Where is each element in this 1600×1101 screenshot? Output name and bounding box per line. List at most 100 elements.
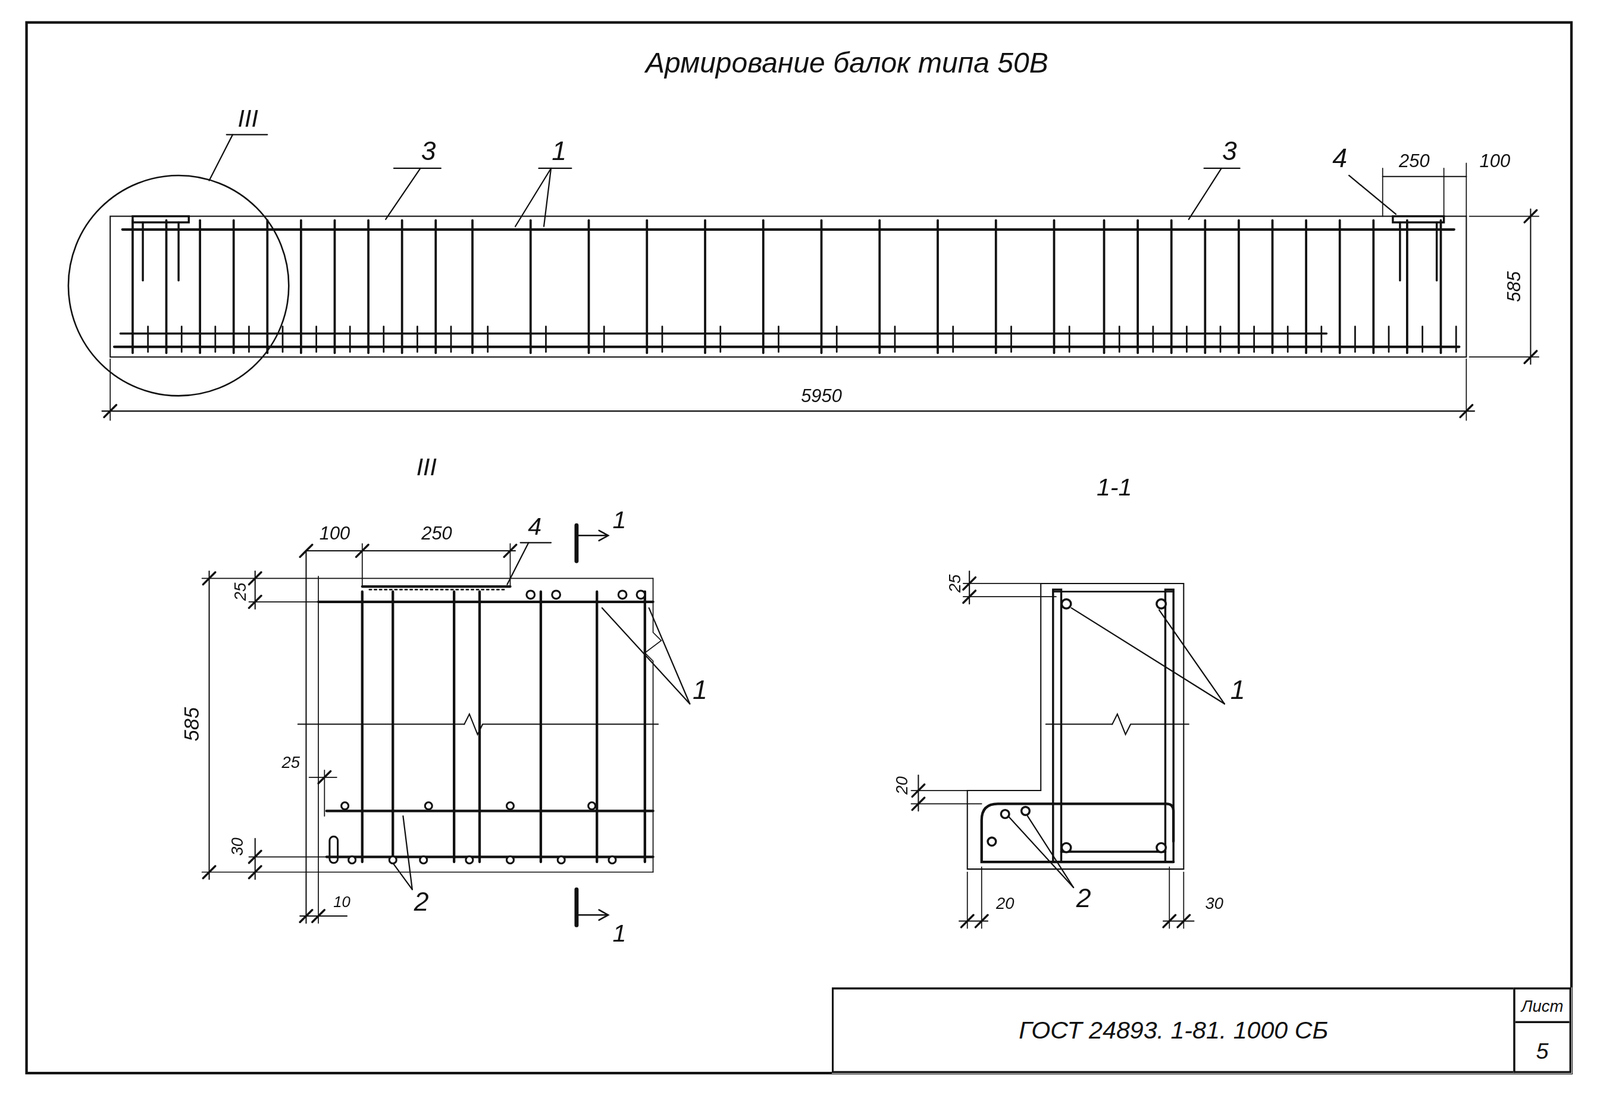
bar-tick: [146, 326, 149, 353]
view-mark: III: [238, 105, 259, 131]
dimension: 25: [281, 755, 300, 772]
bar-tick: [1151, 326, 1154, 353]
stirrup-bar: [299, 220, 303, 353]
stirrup-bar: [1203, 220, 1207, 353]
callout-number: 4: [527, 514, 542, 539]
stirrup-bar: [1136, 220, 1139, 353]
stirrup-bar: [703, 220, 707, 353]
stirrup-bar: [434, 220, 437, 353]
bar-tick: [349, 326, 352, 353]
dimension: 30: [1204, 896, 1224, 913]
callout-number: 1: [692, 676, 708, 704]
stirrup-bar: [131, 220, 134, 353]
callout-number: 2: [1076, 884, 1092, 912]
bar-tick: [1287, 326, 1289, 353]
section-mark: 1: [612, 508, 627, 533]
bar-tick: [952, 326, 954, 353]
bar-tick: [486, 326, 489, 353]
stirrup-bar: [165, 220, 168, 353]
stirrup-bar: [994, 220, 998, 353]
stirrup-bar: [198, 220, 202, 353]
stirrup-bar: [1304, 220, 1308, 353]
bar-tick: [416, 326, 419, 353]
stirrup-bar: [367, 220, 370, 353]
stirrup-bar: [232, 220, 236, 353]
bar-tick: [450, 326, 453, 353]
bar-tick: [1388, 326, 1390, 353]
dimension: 250: [421, 524, 453, 543]
dimension: 250: [1398, 152, 1430, 171]
stirrup-bar: [401, 220, 404, 353]
drawing-title: Армирование балок типа 50В: [645, 48, 1049, 78]
bar-tick: [1354, 326, 1357, 353]
bar-tick: [1455, 326, 1458, 353]
stirrup-bar: [1406, 220, 1409, 353]
bar-tick: [777, 326, 780, 353]
stirrup-bar: [1271, 220, 1274, 353]
bar-tick: [719, 326, 722, 353]
callout-number: 4: [1332, 145, 1348, 172]
bar-tick: [1068, 326, 1071, 353]
stirrup-bar: [1237, 220, 1241, 353]
bar-tick: [180, 326, 183, 353]
bar-tick: [382, 326, 385, 353]
node-subtext: 5: [1536, 1040, 1549, 1063]
bar-tick: [1421, 326, 1424, 353]
dimension: 20: [996, 896, 1015, 913]
bar-tick: [214, 326, 216, 353]
stirrup-bar: [936, 220, 939, 353]
title-block: ГОСТ 24893. 1-81. 1000 СБ: [831, 987, 1516, 1074]
dimension: 585: [1505, 271, 1524, 303]
dimension: 25: [946, 574, 963, 594]
bar-tick: [1185, 326, 1188, 353]
section-mark: 1: [612, 921, 627, 947]
bar-tick: [1010, 326, 1013, 353]
node-text: ГОСТ 24893. 1-81. 1000 СБ: [1018, 1018, 1329, 1043]
stirrup-bar: [265, 220, 269, 353]
stirrup-bar: [762, 220, 765, 353]
view-mark: III: [416, 455, 437, 480]
dimension: 5950: [800, 386, 842, 406]
bar-tick: [282, 326, 284, 353]
stirrup-bar: [645, 220, 648, 353]
bar-tick: [315, 326, 318, 353]
node-text: Лист: [1515, 998, 1570, 1023]
stirrup-bar: [529, 220, 532, 353]
dimension: 20: [893, 776, 910, 795]
stirrup-bar: [878, 220, 881, 353]
dimension: 25: [232, 582, 249, 601]
dimension: 30: [229, 837, 246, 857]
bar-tick: [894, 326, 897, 353]
stirrup-bar: [1439, 220, 1443, 353]
callout-number: 3: [1222, 138, 1238, 165]
bar-tick: [661, 326, 664, 353]
stirrup-bar: [1170, 220, 1173, 353]
bar-tick: [1253, 326, 1255, 353]
bar-tick: [835, 326, 838, 353]
dimension: 10: [333, 894, 351, 910]
sheet-number-cell: Лист 5: [1513, 987, 1572, 1074]
stirrup-bar: [471, 220, 474, 353]
stirrup-bar: [1053, 220, 1056, 353]
stirrup-bar: [1338, 220, 1342, 353]
callout-number: 1: [551, 138, 567, 165]
callout-number: 2: [414, 888, 430, 916]
callout-number: 3: [421, 138, 437, 165]
stirrup-bar: [1372, 220, 1375, 353]
bar-tick: [545, 326, 547, 353]
bar-tick: [603, 326, 606, 353]
stirrup-bar: [333, 220, 337, 353]
callout-number: 1: [1230, 676, 1246, 704]
section-mark: 1-1: [1096, 475, 1132, 500]
bar-tick: [1320, 326, 1323, 353]
dimension: 585: [181, 707, 202, 742]
stirrup-bar: [820, 220, 823, 353]
bar-tick: [1219, 326, 1222, 353]
stirrup-bar: [587, 220, 591, 353]
stirrup-bar: [1103, 220, 1106, 353]
bar-tick: [1118, 326, 1121, 353]
dimension: 100: [1479, 152, 1511, 171]
dimension: 100: [319, 524, 351, 543]
